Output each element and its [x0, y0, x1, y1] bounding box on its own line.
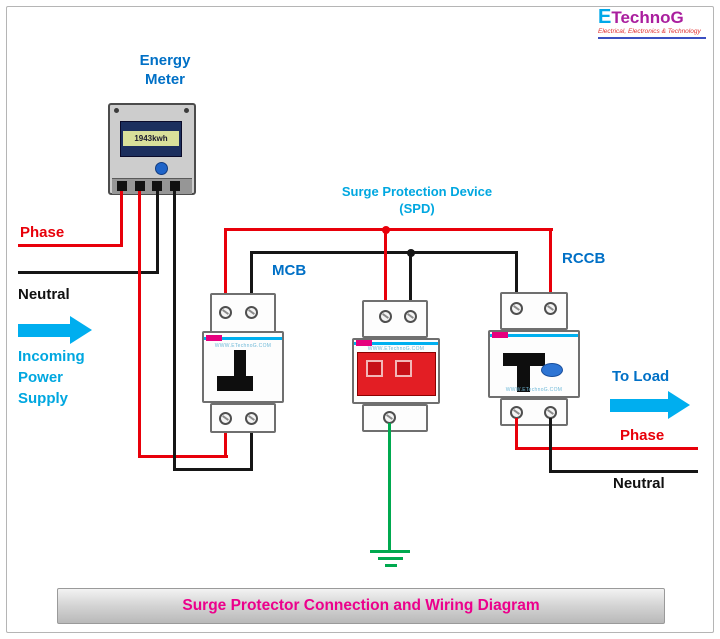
- spd-watermark: WWW.ETechnoG.COM: [367, 346, 425, 352]
- mcb-bottom-block: [210, 403, 276, 433]
- rccb-watermark: WWW.ETechnoG.COM: [505, 387, 563, 393]
- spd-stripe: [354, 342, 438, 345]
- mcb-watermark: WWW.ETechnoG.COM: [214, 343, 272, 349]
- rccb-terminal-top-left: [510, 302, 523, 315]
- spd-indicator-window: [366, 360, 383, 377]
- meter-terminal: [152, 181, 162, 191]
- wire-neutral-mcb-in: [250, 424, 253, 471]
- wire-phase-mcb-in: [224, 424, 227, 458]
- to-load-arrow-head-icon: [668, 391, 690, 419]
- mcb-terminal-top-right: [245, 306, 258, 319]
- brand-underline: [598, 37, 706, 39]
- wire-neutral-rccb-in: [515, 251, 518, 294]
- mcb-switch-handle-icon: [234, 350, 246, 378]
- rccb-switch-handle-icon: [517, 364, 530, 392]
- rccb-bottom-block: [500, 398, 568, 426]
- wire-phase-meter-in: [120, 191, 123, 247]
- incoming-arrow-icon: [18, 324, 70, 337]
- brand-initial: E: [598, 6, 612, 28]
- spd-sub-label: (SPD): [399, 201, 435, 216]
- mcb-body: [202, 331, 284, 403]
- mcb-terminal-top-left: [219, 306, 232, 319]
- rccb-stripe: [490, 334, 578, 337]
- junction-dot-phase: [382, 226, 390, 234]
- brand-logo: ETechnoG Electrical, Electronics & Techn…: [598, 6, 712, 39]
- wire-neutral-rccb-out-v: [549, 418, 552, 473]
- meter-terminal: [135, 181, 145, 191]
- to-load-label: To Load: [612, 368, 670, 385]
- rccb-terminal-top-right: [544, 302, 557, 315]
- phase-in-label: Phase: [20, 224, 65, 241]
- ground-symbol-bar: [385, 564, 397, 567]
- junction-dot-neutral: [407, 249, 415, 257]
- rccb-test-button-icon: [541, 363, 563, 377]
- spd-title-label: Surge Protection Device: [341, 184, 493, 199]
- wire-neutral-incoming: [18, 271, 159, 274]
- brand-name: ETechnoG: [598, 6, 712, 28]
- rccb-switch-base-icon: [503, 353, 545, 366]
- meter-terminal: [170, 181, 180, 191]
- mcb-switch-base-icon: [217, 376, 253, 391]
- wire-phase-meter-out-h: [138, 455, 228, 458]
- rccb-label: RCCB: [562, 250, 606, 267]
- rccb-brand-chip: [492, 332, 508, 338]
- energy-meter-label: Energy Meter: [139, 52, 191, 88]
- mcb-brand-chip: [206, 335, 222, 341]
- mcb-terminal-bottom-right: [245, 412, 258, 425]
- to-load-arrow-icon: [610, 399, 668, 412]
- wire-neutral-to-load: [549, 470, 698, 473]
- spd-indicator-window: [395, 360, 412, 377]
- wire-phase-rccb-out-v: [515, 418, 518, 450]
- neutral-out-label: Neutral: [613, 475, 665, 492]
- phase-out-label: Phase: [620, 427, 665, 444]
- brand-tagline: Electrical, Electronics & Technology: [598, 28, 701, 35]
- diagram-border: [6, 6, 714, 633]
- meter-button-icon: [155, 162, 168, 175]
- spd-terminal-top-right: [404, 310, 417, 323]
- wire-phase-rccb-in: [549, 228, 552, 294]
- wire-neutral-meter-in: [156, 191, 159, 274]
- wire-neutral-mcb-out: [250, 251, 253, 300]
- wire-phase-spd-tap: [384, 228, 387, 306]
- spd-brand-chip: [356, 340, 372, 346]
- ground-symbol-bar: [370, 550, 410, 553]
- wire-phase-incoming: [18, 244, 123, 247]
- brand-rest: TechnoG: [611, 8, 684, 27]
- meter-lcd-display: 1943kwh: [123, 131, 179, 146]
- mcb-label: MCB: [272, 262, 307, 279]
- wire-neutral-meter-out-v: [173, 191, 176, 471]
- wire-neutral-meter-out-h: [173, 468, 253, 471]
- diagram-title-banner: Surge Protector Connection and Wiring Di…: [57, 588, 665, 624]
- neutral-in-label: Neutral: [18, 286, 70, 303]
- mcb-terminal-bottom-left: [219, 412, 232, 425]
- spd-top-block: [362, 300, 428, 338]
- incoming-arrow-head-icon: [70, 316, 92, 344]
- ground-symbol-bar: [378, 557, 403, 560]
- wire-phase-mcb-out: [224, 228, 227, 300]
- wire-phase-to-load: [515, 447, 698, 450]
- mcb-stripe: [204, 337, 282, 340]
- incoming-power-supply-label: Incoming Power Supply: [18, 348, 85, 407]
- meter-screw-icon: [114, 108, 119, 113]
- meter-terminal: [117, 181, 127, 191]
- wire-neutral-spd-tap: [409, 251, 412, 306]
- meter-screw-icon: [184, 108, 189, 113]
- wire-phase-meter-out-v: [138, 191, 141, 458]
- wire-earth: [388, 423, 391, 550]
- spd-terminal-top-left: [379, 310, 392, 323]
